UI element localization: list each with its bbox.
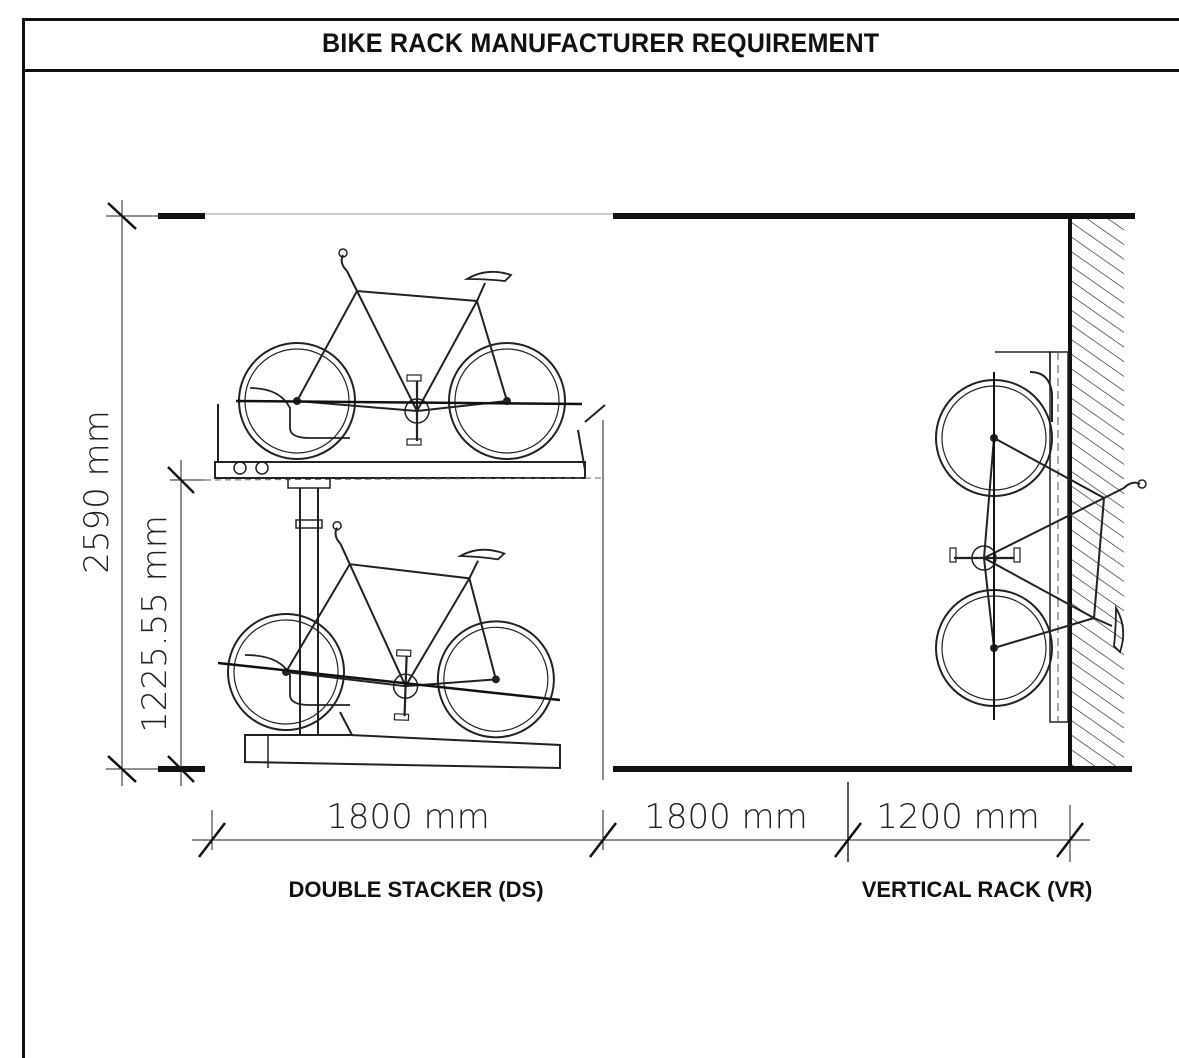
title-bar: BIKE RACK MANUFACTURER REQUIREMENT — [22, 18, 1179, 72]
page-title: BIKE RACK MANUFACTURER REQUIREMENT — [321, 28, 880, 58]
dim-label-aisle-width: 1800 mm — [644, 797, 808, 837]
vertical-rack-illustration — [934, 351, 1148, 723]
caption-double-stacker: DOUBLE STACKER (DS) — [288, 877, 543, 902]
dimension-chain-horizontal: 1800 mm 1800 mm 1200 mm — [192, 782, 1090, 862]
caption-vertical-rack: VERTICAL RACK (VR) — [862, 877, 1093, 902]
double-stacker-illustration — [204, 213, 613, 780]
dim-label-ds-width: 1800 mm — [326, 797, 490, 837]
drawing-frame — [22, 18, 1179, 1058]
dim-label-vr-depth: 1200 mm — [876, 797, 1040, 837]
dim-label-tier-height: 1225.55 mm — [135, 515, 175, 733]
dimension-total-height: 2590 mm — [77, 200, 158, 786]
dimension-tier-height: 1225.55 mm — [135, 460, 205, 786]
dim-label-total-height: 2590 mm — [77, 410, 117, 574]
